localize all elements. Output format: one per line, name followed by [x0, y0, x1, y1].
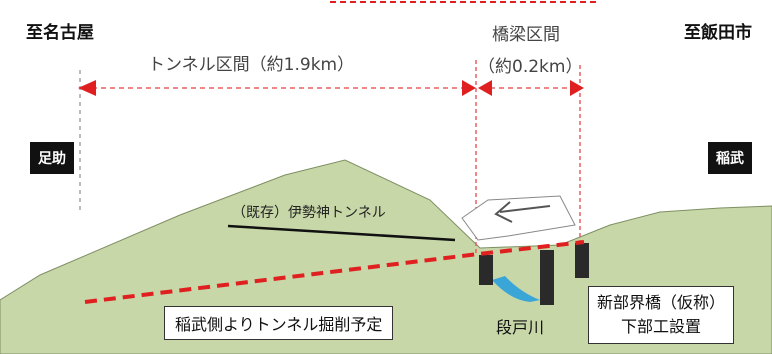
bridge-pier-2 [540, 250, 554, 305]
bridge-note-line2: 下部工設置 [621, 317, 702, 336]
river-water [492, 276, 540, 302]
destination-right-label: 至飯田市 [684, 23, 752, 43]
bridge-span-title: 橋梁区間 [492, 25, 560, 45]
tunnel-span-arrow-right [462, 80, 476, 96]
tunnel-span-arrow-left [78, 80, 96, 96]
destination-left-label: 至名古屋 [26, 23, 94, 43]
direction-arrow-shaft [499, 205, 551, 213]
existing-tunnel-line [227, 224, 456, 242]
tunnel-span-label: トンネル区間（約1.9km） [148, 55, 355, 75]
bridge-span-arrow-left [478, 80, 492, 96]
bridge-note-line1: 新部界橋（仮称） [597, 293, 726, 312]
bridge-span-arrow-right [570, 80, 584, 96]
bridge-note-box: 新部界橋（仮称） 下部工設置 [588, 286, 735, 344]
tunnel-plan-note: 稲武側よりトンネル掘削予定 [164, 306, 394, 340]
river-label: 段戸川 [496, 318, 545, 337]
bridge-pier-3 [575, 243, 589, 278]
bridge-span-length: （約0.2km） [478, 57, 583, 77]
new-route-line [84, 240, 585, 304]
existing-bridge-structure [461, 195, 576, 241]
bridge-pier-1 [479, 255, 493, 285]
existing-tunnel-label: （既存）伊勢神トンネル [232, 205, 386, 221]
direction-arrow-head [494, 201, 513, 223]
hill-terrain [0, 159, 772, 354]
station-right-badge: 稲武 [708, 142, 752, 174]
station-left-badge: 足助 [30, 142, 74, 174]
